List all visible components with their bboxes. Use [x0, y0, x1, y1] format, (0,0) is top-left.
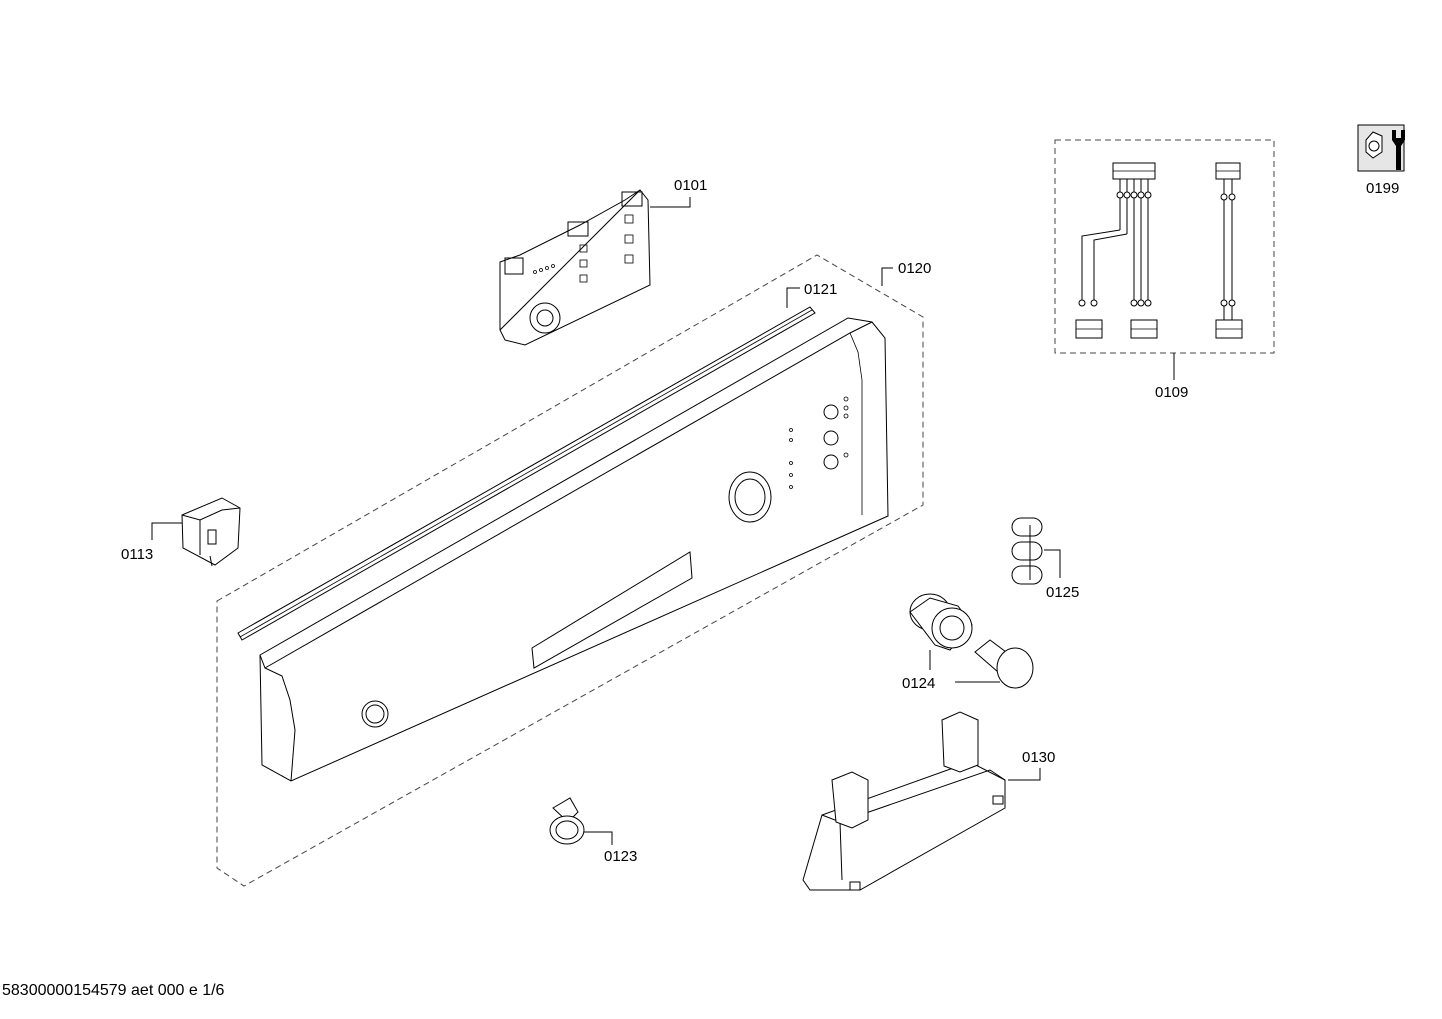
part-label-0125: 0125 [1046, 584, 1079, 601]
part-label-0120: 0120 [898, 260, 931, 277]
part-label-0109: 0109 [1155, 384, 1188, 401]
leader-0101 [650, 197, 691, 208]
buttons-0125 [1011, 517, 1043, 585]
cable-harness-frame [1054, 139, 1275, 354]
part-label-0124: 0124 [902, 675, 935, 692]
part-label-0130: 0130 [1022, 749, 1055, 766]
cable-harness-a [1075, 162, 1158, 339]
document-id-footer: 58300000154579 aet 000 e 1/6 [2, 982, 225, 999]
part-label-0199: 0199 [1366, 180, 1399, 197]
part-label-0123: 0123 [604, 848, 637, 865]
leader-0113 [151, 522, 182, 540]
cover-0130 [802, 711, 1006, 891]
knob-0124 [909, 593, 973, 651]
assembly-0120-frame [216, 254, 924, 887]
push-button-0124 [974, 639, 1034, 689]
knob-0123 [549, 797, 585, 845]
bracket-0113 [181, 497, 241, 567]
control-panel-fascia [259, 317, 889, 782]
leader-0130 [1008, 768, 1041, 781]
cable-harness-b [1215, 162, 1243, 339]
control-module [499, 189, 651, 346]
leader-0125 [1044, 549, 1061, 578]
part-label-0113: 0113 [121, 546, 153, 563]
part-label-0101: 0101 [674, 177, 707, 194]
leader-0121 [786, 287, 800, 308]
wrench-nut-icon [1357, 124, 1405, 172]
seal-strip [237, 306, 816, 641]
part-label-0121: 0121 [804, 281, 837, 298]
leader-0120 [881, 267, 893, 286]
leader-0123 [584, 831, 613, 845]
